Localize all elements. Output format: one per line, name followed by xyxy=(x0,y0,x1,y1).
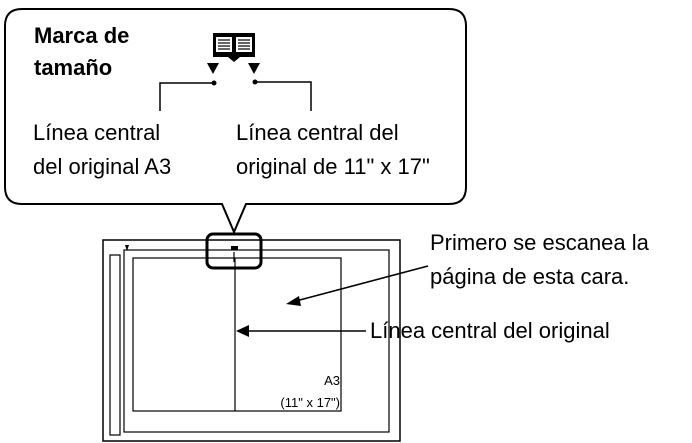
a3-center-line-label-line2: del original A3 xyxy=(33,154,172,179)
corner-mark-icon xyxy=(125,245,129,251)
size-marker-11x17-icon xyxy=(248,63,260,74)
scanner-glass-inner xyxy=(123,249,390,433)
center-line-arrow xyxy=(236,325,366,337)
first-scan-arrow xyxy=(286,265,429,306)
size-marker-a3-icon xyxy=(207,63,219,74)
11x17-center-line-label-line1: Línea central del xyxy=(236,120,399,145)
11x17-center-line-label-line2: original de 11" x 17" xyxy=(236,154,430,179)
a3-center-line-label-line1: Línea central xyxy=(33,120,161,145)
glass-size-marker xyxy=(231,246,238,250)
leader-dot-11x17 xyxy=(252,79,258,85)
size-mark-title-line2: tamaño xyxy=(34,55,113,80)
callout-balloon xyxy=(4,8,467,235)
size-mark-title: Marca de tamaño xyxy=(34,20,129,84)
center-line-note: Línea central del original xyxy=(370,318,610,343)
first-scan-note-line2: página de esta cara. xyxy=(430,264,630,289)
leader-dot-a3 xyxy=(211,80,217,86)
paper-size-11x17: (11" x 17") xyxy=(280,395,340,410)
first-scan-note: Primero se escanea la página de esta car… xyxy=(430,226,649,294)
original-document xyxy=(132,257,342,412)
magnify-highlight-box xyxy=(205,232,263,270)
a3-center-line-label: Línea central del original A3 xyxy=(33,116,171,184)
paper-size-label: A3 (11" x 17") xyxy=(242,370,340,414)
paper-size-a3: A3 xyxy=(324,373,340,388)
first-scan-note-line1: Primero se escanea la xyxy=(430,230,649,255)
open-book-icon xyxy=(213,33,255,62)
size-mark-title-line1: Marca de xyxy=(34,23,130,48)
11x17-center-line-label: Línea central del original de 11" x 17" xyxy=(236,116,430,184)
scanner-left-rail xyxy=(109,254,121,436)
callout-leader-lines xyxy=(159,81,312,111)
